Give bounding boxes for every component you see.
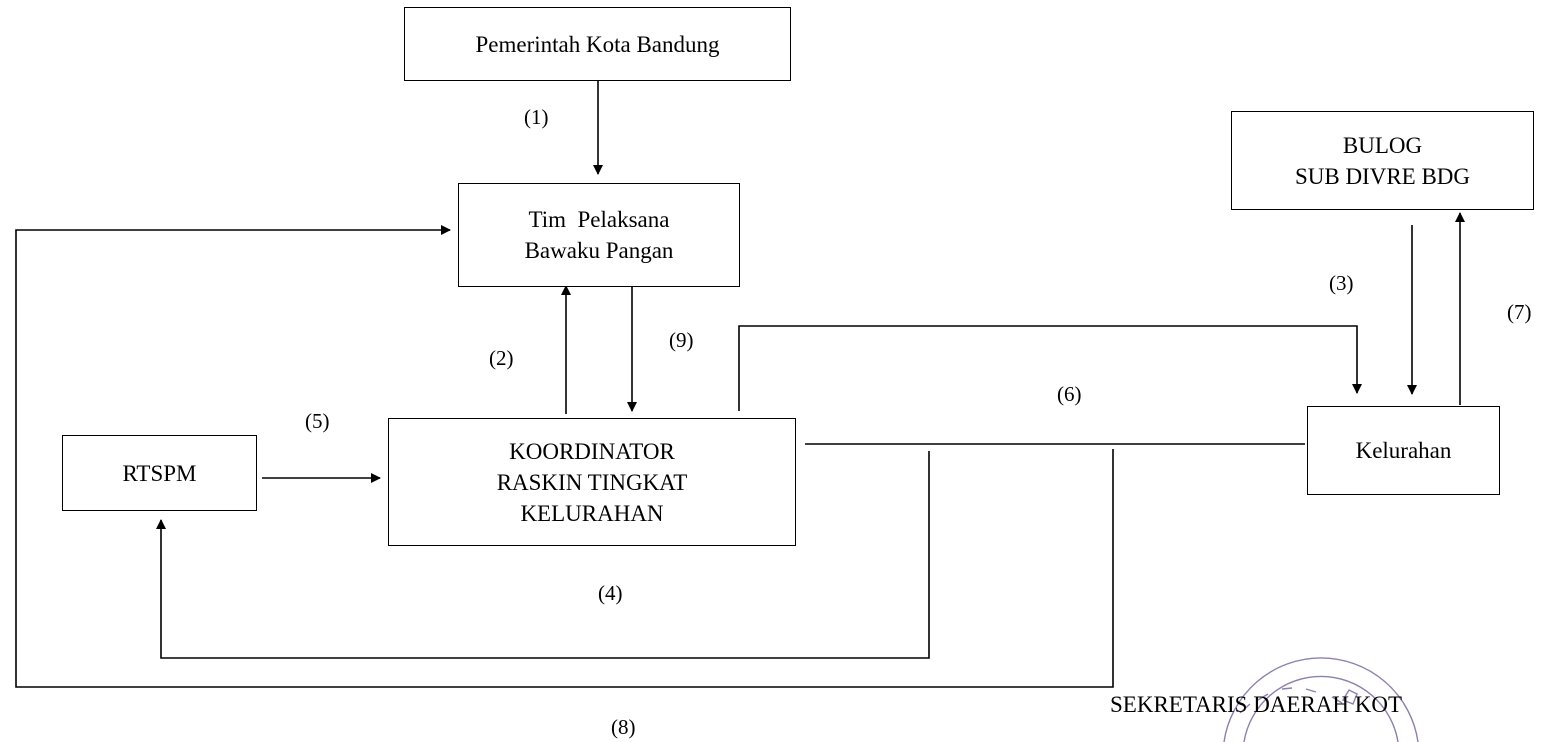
- box-koordinator-raskin: KOORDINATOR RASKIN TINGKAT KELURAHAN: [388, 418, 796, 546]
- box-tim-label: Tim Pelaksana Bawaku Pangan: [524, 207, 674, 263]
- arrow-koordinator-to-kelurahan: [738, 325, 1362, 411]
- signature-title: SEKRETARIS DAERAH KOT: [1110, 692, 1403, 717]
- step-label-2: (2): [489, 346, 514, 370]
- box-tim-pelaksana: Tim Pelaksana Bawaku Pangan: [458, 183, 740, 287]
- box-kelurahan-label: Kelurahan: [1355, 438, 1452, 463]
- box-rtspm-label: RTSPM: [122, 460, 197, 486]
- step-label-3: (3): [1329, 271, 1354, 295]
- step-label-8: (8): [611, 715, 636, 739]
- arrow-4: [156, 451, 930, 659]
- step-label-5: (5): [305, 409, 330, 433]
- box-bulog: BULOG SUB DIVRE BDG: [1231, 111, 1534, 210]
- box-kelurahan: Kelurahan: [1307, 406, 1500, 495]
- step-label-1: (1): [524, 105, 549, 129]
- step-label-7: (7): [1507, 300, 1532, 324]
- box-rtspm: RTSPM: [62, 435, 257, 511]
- box-pemerintah-label: Pemerintah Kota Bandung: [475, 31, 720, 57]
- box-pemerintah-kota-bandung: Pemerintah Kota Bandung: [404, 7, 791, 81]
- step-label-4: (4): [598, 581, 623, 605]
- box-koordinator-label: KOORDINATOR RASKIN TINGKAT KELURAHAN: [496, 438, 688, 526]
- box-bulog-label: BULOG SUB DIVRE BDG: [1294, 132, 1471, 189]
- step-label-9: (9): [669, 328, 694, 352]
- step-label-6: (6): [1057, 382, 1082, 406]
- arrow-8: [15, 225, 1114, 688]
